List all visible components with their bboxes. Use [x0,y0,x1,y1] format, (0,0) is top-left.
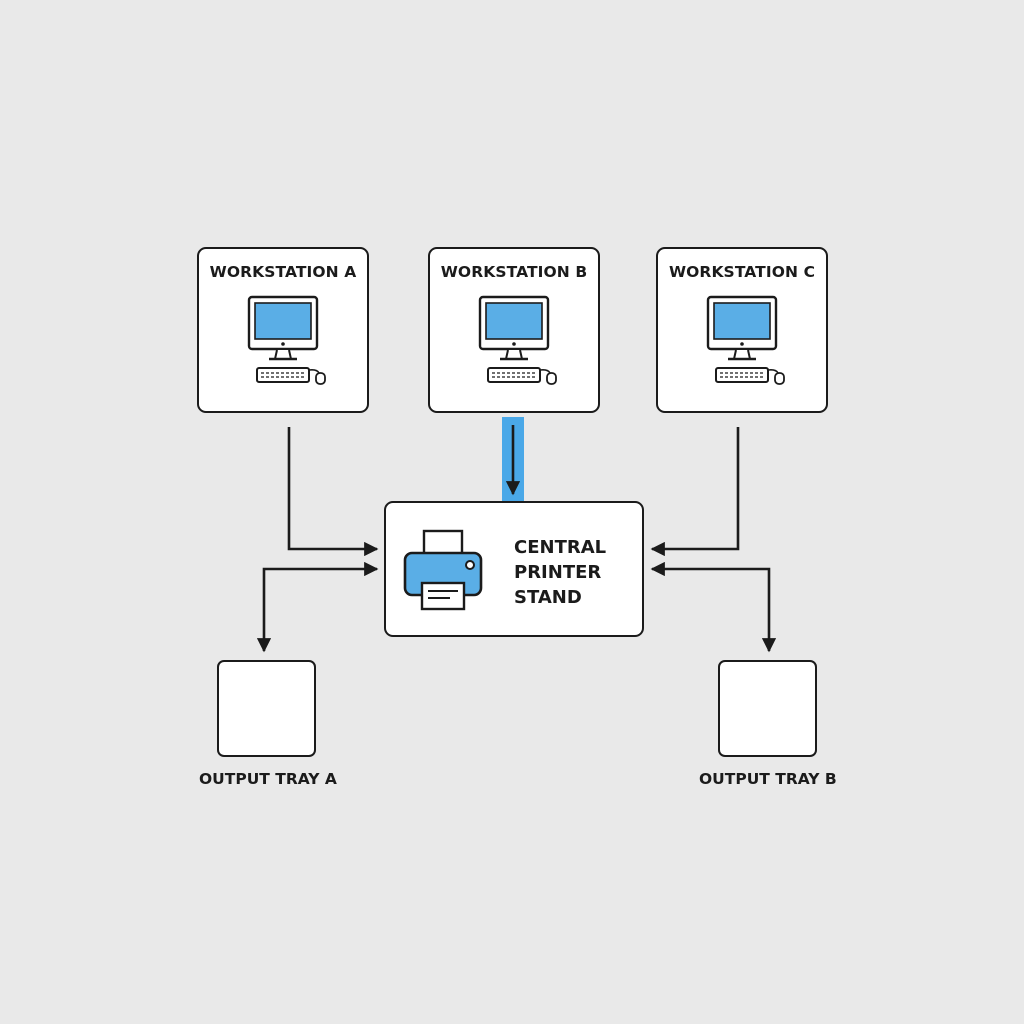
printer-label-line-2: PRINTER [514,562,602,583]
output-tray-b-node [718,660,817,757]
output-tray-a-label: OUTPUT TRAY A [199,770,337,788]
desktop-computer-icon [247,295,326,385]
printer-label: CENTRAL PRINTER STAND [514,535,606,610]
arrow-workstation-c-to-printer [650,427,740,557]
output-tray-a-node [217,660,316,757]
desktop-computer-icon [706,295,785,385]
output-tray-b-label: OUTPUT TRAY B [699,770,837,788]
arrow-printer-to-tray-a [256,561,379,653]
workstation-a-label: WORKSTATION A [209,263,357,281]
desktop-computer-icon [478,295,557,385]
arrow-workstation-a-to-printer [287,427,379,557]
printer-icon [403,529,483,611]
workstation-b-label: WORKSTATION B [440,263,588,281]
workstation-a-node: WORKSTATION A [197,247,369,413]
workstation-b-node: WORKSTATION B [428,247,600,413]
printer-label-line-1: CENTRAL [514,537,607,558]
central-printer-node: CENTRAL PRINTER STAND [384,501,644,637]
workstation-c-label: WORKSTATION C [668,263,816,281]
arrow-printer-to-tray-b [650,561,777,653]
printer-label-line-3: STAND [514,587,582,608]
workstation-c-node: WORKSTATION C [656,247,828,413]
